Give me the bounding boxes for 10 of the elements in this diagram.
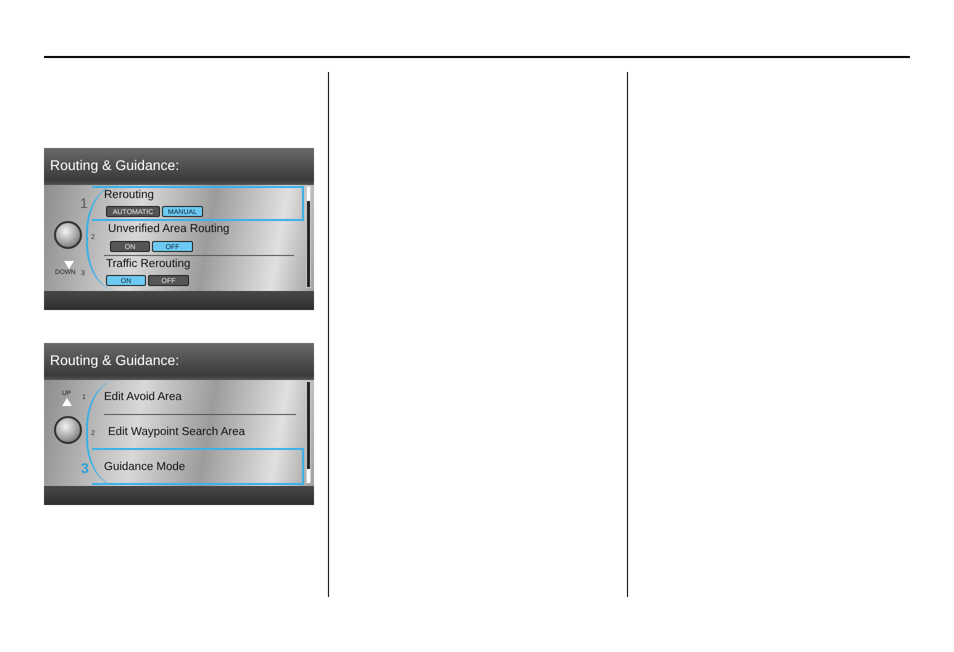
menu-item: Rerouting <box>104 190 154 202</box>
menu-item: Edit Avoid Area <box>104 392 182 404</box>
menu-item: Guidance Mode <box>104 462 186 474</box>
menu-item: Edit Waypoint Search Area <box>108 427 246 438</box>
item-number: 1 <box>80 196 88 210</box>
menu-item: Unverified Area Routing <box>108 224 230 236</box>
screen-title: Routing & Guidance: <box>50 158 180 172</box>
menu-item: Traffic Rerouting <box>106 259 190 270</box>
item-number: 3 <box>81 461 89 475</box>
screen-title: Routing & Guidance: <box>50 353 180 367</box>
